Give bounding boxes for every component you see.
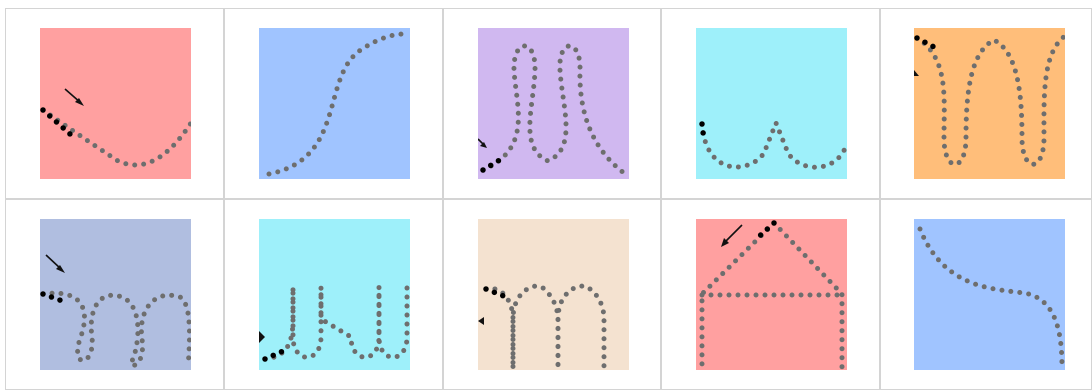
s-curve-up-trace bbox=[259, 28, 410, 179]
house-trace bbox=[696, 219, 847, 370]
direction-arrow-icon bbox=[65, 89, 84, 106]
double-tall-loops-trace bbox=[478, 28, 629, 179]
tile-cell-7[interactable] bbox=[224, 199, 443, 390]
tile-panel-cursive-e-loops bbox=[40, 219, 191, 370]
tile-cell-1[interactable] bbox=[5, 8, 224, 199]
tile-panel-double-tall-loops-from-top bbox=[914, 28, 1065, 179]
tile-panel-s-curve-down bbox=[914, 219, 1065, 370]
tile-panel-u-curve bbox=[40, 28, 191, 179]
tile-panel-house bbox=[696, 219, 847, 370]
cursive-e-loops-trace bbox=[40, 219, 191, 370]
tile-cell-3[interactable] bbox=[443, 8, 661, 199]
direction-arrow-icon bbox=[259, 331, 265, 343]
tile-panel-cursive-w bbox=[259, 219, 410, 370]
tile-cell-2[interactable] bbox=[224, 8, 443, 199]
tile-panel-s-curve-up bbox=[259, 28, 410, 179]
cursive-m-trace bbox=[478, 219, 629, 370]
tile-panel-u-w-u bbox=[696, 28, 847, 179]
s-curve-down-trace bbox=[914, 219, 1065, 370]
double-tall-loops-from-top-trace bbox=[914, 28, 1065, 179]
tile-cell-10[interactable] bbox=[880, 199, 1092, 390]
direction-arrow-icon bbox=[46, 255, 65, 273]
tile-panel-double-tall-loops bbox=[478, 28, 629, 179]
u-w-u-trace bbox=[696, 28, 847, 179]
tile-cell-8[interactable] bbox=[443, 199, 661, 390]
tile-cell-4[interactable] bbox=[661, 8, 880, 199]
u-curve-trace bbox=[40, 28, 191, 179]
tracing-worksheet-grid bbox=[5, 8, 1092, 390]
tile-cell-9[interactable] bbox=[661, 199, 880, 390]
cursive-w-trace bbox=[259, 219, 410, 370]
direction-arrow-icon bbox=[721, 225, 742, 247]
tile-cell-5[interactable] bbox=[880, 8, 1092, 199]
direction-arrow-icon bbox=[478, 139, 487, 148]
tile-cell-6[interactable] bbox=[5, 199, 224, 390]
direction-arrow-icon bbox=[478, 317, 484, 325]
direction-arrow-icon bbox=[914, 70, 919, 76]
tile-panel-cursive-m bbox=[478, 219, 629, 370]
